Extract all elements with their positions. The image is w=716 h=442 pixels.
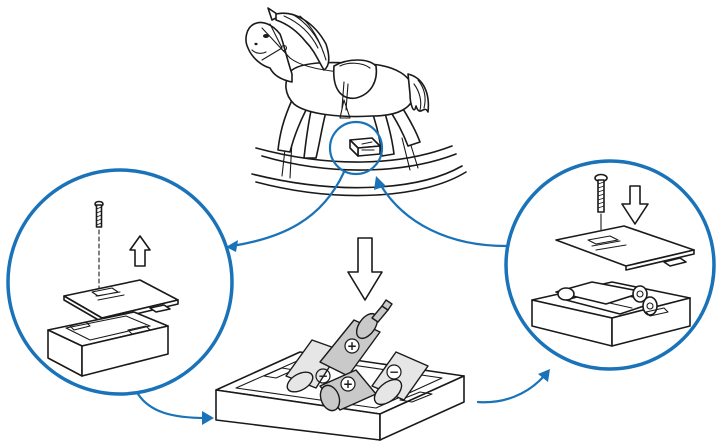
step-insert-batteries: − + + − [215,237,465,441]
battery-polarity-mark: + [347,339,357,353]
battery-icon: + [319,299,393,377]
down-arrow-icon [347,237,383,301]
connector-horse-to-left [230,170,346,248]
connector-right-to-horse [378,182,508,248]
screw-icon [94,200,104,228]
rocking-horse-illustration [245,7,467,197]
battery-icon: + [319,369,377,412]
battery-icon: − [371,351,429,406]
connector-left-to-center [136,392,208,420]
step-remove-screw-and-cover [6,168,234,396]
battery-icon: − [285,339,341,393]
horse-callout-circle [328,120,384,176]
battery-icon [555,281,648,305]
down-arrow-icon [621,185,649,225]
step-replace-cover-and-screw [504,159,716,371]
battery-polarity-mark: + [343,377,353,391]
battery-polarity-mark: − [389,365,399,379]
connector-center-to-right [476,374,546,404]
battery-polarity-mark: − [318,369,328,383]
up-arrow-icon [129,235,151,267]
screw-icon [594,173,608,213]
